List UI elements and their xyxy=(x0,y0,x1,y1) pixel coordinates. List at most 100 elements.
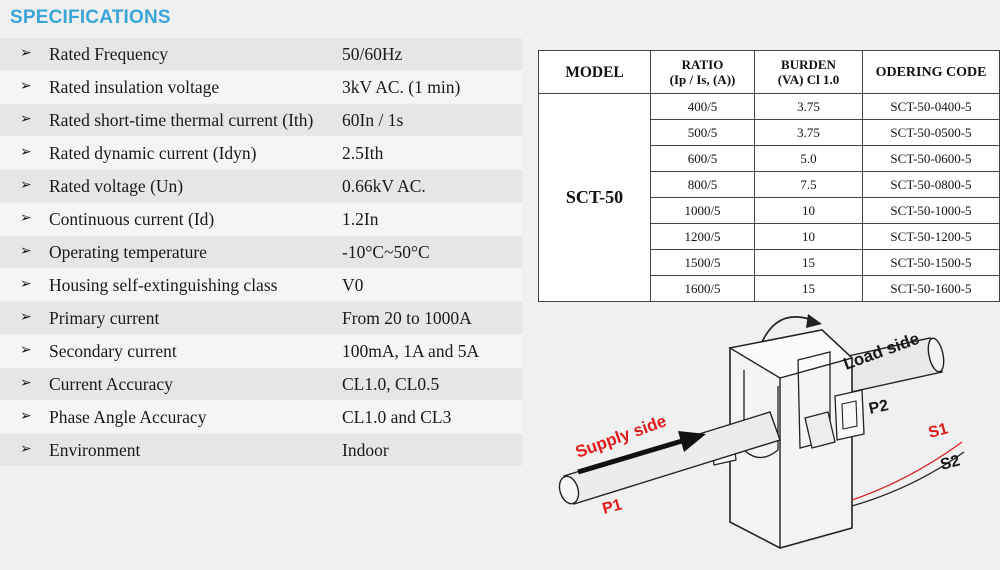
bullet-arrow-icon: ➢ xyxy=(20,442,32,457)
bullet-arrow-icon: ➢ xyxy=(20,277,32,292)
bullet-arrow-icon: ➢ xyxy=(20,310,32,325)
bullet-arrow-icon: ➢ xyxy=(20,244,32,259)
ratio-cell: 1600/5 xyxy=(650,275,755,302)
transformer-body xyxy=(711,329,865,549)
spec-row: ➢ Housing self-extinguishing class V0 xyxy=(0,269,522,302)
spec-label: Current Accuracy xyxy=(49,374,173,394)
spec-value: Indoor xyxy=(342,440,389,460)
bullet-arrow-icon: ➢ xyxy=(20,376,32,391)
spec-label: Environment xyxy=(49,440,141,460)
ratio-cell: 1000/5 xyxy=(650,197,755,224)
spec-label: Continuous current (Id) xyxy=(49,209,215,229)
hinge-rotation-arrow-icon xyxy=(761,314,822,343)
page-title: SPECIFICATIONS xyxy=(10,7,171,28)
bullet-arrow-icon: ➢ xyxy=(20,343,32,358)
spec-row: ➢Operating temperature-10°C~50°C xyxy=(0,236,522,269)
supply-side-conductor xyxy=(558,411,781,505)
spec-label: Primary current xyxy=(49,308,160,328)
burden-cell: 15 xyxy=(754,275,863,302)
bullet-arrow-icon: ➢ xyxy=(20,211,32,226)
spec-row: ➢ Secondary current 100mA, 1A and 5A xyxy=(0,335,522,368)
spec-label: Phase Angle Accuracy xyxy=(49,407,207,427)
spec-value: 100mA, 1A and 5A xyxy=(342,341,480,361)
header-burden-line1: BURDEN xyxy=(781,57,836,72)
burden-cell: 3.75 xyxy=(754,119,863,146)
ratio-cell: 600/5 xyxy=(650,145,755,172)
spec-value: 2.5Ith xyxy=(342,143,384,163)
spec-value: 1.2In xyxy=(342,209,379,229)
spec-row: ➢Rated short-time thermal current (Ith)6… xyxy=(0,104,522,137)
spec-row: ➢ Rated insulation voltage 3kV AC. (1 min) xyxy=(0,71,522,104)
header-burden-line2: (VA) Cl 1.0 xyxy=(777,72,840,87)
spec-value: CL1.0, CL0.5 xyxy=(342,374,440,394)
bullet-arrow-icon: ➢ xyxy=(20,145,32,160)
ratio-cell: 400/5 xyxy=(650,93,755,120)
ordering-code-cell: SCT-50-1500-5 xyxy=(862,249,1000,276)
ordering-code-cell: SCT-50-1000-5 xyxy=(862,197,1000,224)
burden-cell: 5.0 xyxy=(754,145,863,172)
ordering-code-cell: SCT-50-1600-5 xyxy=(862,275,1000,302)
spec-label: Housing self-extinguishing class xyxy=(49,275,278,295)
burden-cell: 7.5 xyxy=(754,171,863,198)
spec-label: Rated dynamic current (Idyn) xyxy=(49,143,257,163)
model-table: MODEL RATIO (Ip / Is, (A)) BURDEN (VA) C… xyxy=(538,50,1000,302)
s1-label: S1 xyxy=(927,420,950,442)
model-name: SCT-50 xyxy=(538,93,651,302)
header-ordering-code: ODERING CODE xyxy=(862,50,1000,94)
ordering-code-cell: SCT-50-0600-5 xyxy=(862,145,1000,172)
spec-row: ➢ Rated voltage (Un) 0.66kV AC. xyxy=(0,170,522,203)
bullet-arrow-icon: ➢ xyxy=(20,46,32,61)
spec-label: Rated short-time thermal current (Ith) xyxy=(49,110,314,130)
spec-row: ➢ Environment Indoor xyxy=(0,434,522,467)
ordering-code-cell: SCT-50-0400-5 xyxy=(862,93,1000,120)
header-ratio-line1: RATIO xyxy=(681,57,724,72)
ratio-cell: 500/5 xyxy=(650,119,755,146)
s2-label: S2 xyxy=(939,452,962,474)
spec-value: CL1.0 and CL3 xyxy=(342,407,452,427)
header-ratio: RATIO (Ip / Is, (A)) xyxy=(650,50,755,94)
ratio-cell: 1500/5 xyxy=(650,249,755,276)
header-burden: BURDEN (VA) Cl 1.0 xyxy=(754,50,863,94)
header-ratio-line2: (Ip / Is, (A)) xyxy=(669,72,736,87)
ratio-cell: 1200/5 xyxy=(650,223,755,250)
header-model: MODEL xyxy=(538,50,651,94)
burden-cell: 10 xyxy=(754,223,863,250)
spec-row: ➢ Continuous current (Id) 1.2In xyxy=(0,203,522,236)
burden-cell: 15 xyxy=(754,249,863,276)
spec-label: Rated voltage (Un) xyxy=(49,176,184,196)
ordering-code-cell: SCT-50-0800-5 xyxy=(862,171,1000,198)
spec-value: 3kV AC. (1 min) xyxy=(342,77,461,97)
spec-row: ➢ Primary current From 20 to 1000A xyxy=(0,302,522,335)
secondary-wires xyxy=(851,441,965,507)
spec-value: V0 xyxy=(342,275,364,295)
spec-value: From 20 to 1000A xyxy=(342,308,472,328)
table-header-row: MODEL RATIO (Ip / Is, (A)) BURDEN (VA) C… xyxy=(538,50,1000,94)
ratio-cell: 800/5 xyxy=(650,171,755,198)
ordering-code-cell: SCT-50-1200-5 xyxy=(862,223,1000,250)
spec-value: 0.66kV AC. xyxy=(342,176,426,196)
current-transformer-illustration: Load side Supply side P1 P2 S1 S2 xyxy=(558,314,965,549)
spec-label: Secondary current xyxy=(49,341,177,361)
bullet-arrow-icon: ➢ xyxy=(20,178,32,193)
spec-row: ➢ Rated dynamic current (Idyn) 2.5Ith xyxy=(0,137,522,170)
ordering-code-cell: SCT-50-0500-5 xyxy=(862,119,1000,146)
burden-cell: 3.75 xyxy=(754,93,863,120)
bullet-arrow-icon: ➢ xyxy=(20,79,32,94)
p2-label: P2 xyxy=(867,397,890,418)
spec-value: -10°C~50°C xyxy=(342,242,430,262)
spec-label: Rated insulation voltage xyxy=(49,77,220,97)
p1-label: P1 xyxy=(601,496,624,518)
spec-label: Rated Frequency xyxy=(49,44,169,64)
burden-cell: 10 xyxy=(754,197,863,224)
current-flow-arrow-icon xyxy=(577,431,706,475)
